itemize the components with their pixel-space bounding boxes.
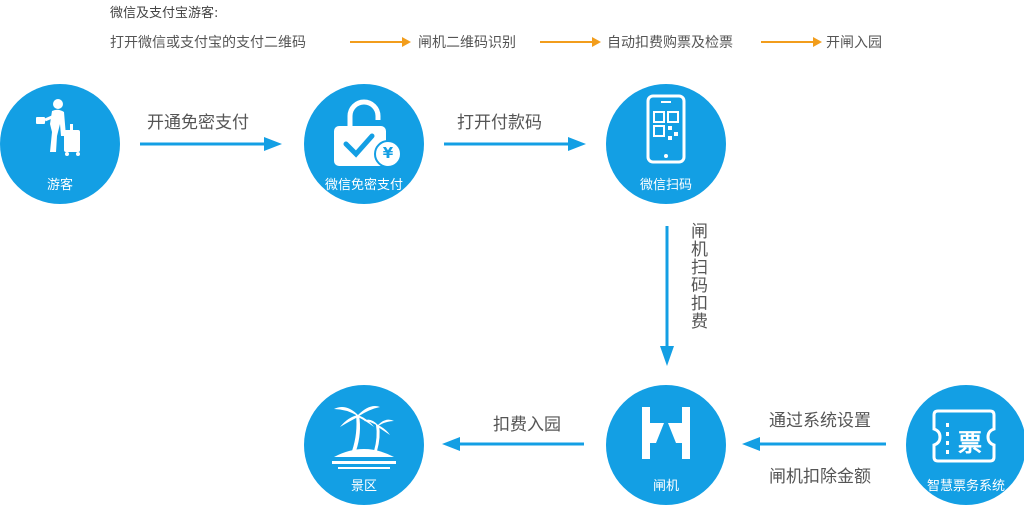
arrow-left-1 xyxy=(442,437,584,451)
edge-label-gate-scan: 闸机扫码扣费 xyxy=(687,222,707,330)
orange-arrow xyxy=(761,37,822,47)
node-wechat-pay: ¥ 微信免密支付 xyxy=(304,84,424,204)
node-label-ticket-system: 智慧票务系统 xyxy=(926,479,1005,494)
tourist-icon xyxy=(36,99,80,156)
node-wechat-scan: 微信扫码 xyxy=(606,84,726,204)
flow-step-2: 闸机二维码识别 xyxy=(418,35,516,51)
node-label-wechat-pay: 微信免密支付 xyxy=(324,178,403,193)
node-gate: 闸机 xyxy=(606,385,726,505)
arrow-down xyxy=(660,226,674,366)
edge-label-open-pay: 开通免密支付 xyxy=(147,113,249,133)
node-label-tourist: 游客 xyxy=(46,178,73,193)
gate-icon xyxy=(642,407,690,459)
node-label-wechat-scan: 微信扫码 xyxy=(639,178,692,193)
flow-title: 微信及支付宝游客: xyxy=(110,6,219,21)
node-tourist: 游客 xyxy=(0,84,120,204)
node-ticket-system: 票 智慧票务系统 xyxy=(906,385,1024,505)
edge-label-enter: 扣费入园 xyxy=(493,415,561,435)
edge-label-open-code: 打开付款码 xyxy=(457,113,542,133)
node-label-scenic: 景区 xyxy=(350,479,377,494)
edge-label-gate-deduct: 闸机扣除金额 xyxy=(769,467,871,487)
node-scenic: 景区 xyxy=(304,385,424,505)
edge-label-system-setup: 通过系统设置 xyxy=(769,411,871,431)
ticket-icon xyxy=(932,409,996,463)
flow-step-4: 开闸入园 xyxy=(826,35,882,51)
flow-step-1: 打开微信或支付宝的支付二维码 xyxy=(110,35,306,51)
ticket-glyph-icon: 票 xyxy=(958,429,982,457)
arrow-left-2 xyxy=(742,437,886,451)
phone-qr-icon xyxy=(646,94,686,164)
palm-island-icon xyxy=(332,406,396,469)
orange-arrow xyxy=(350,37,411,47)
node-label-gate: 闸机 xyxy=(652,479,679,494)
arrow-right-2 xyxy=(444,137,586,151)
yen-icon: ¥ xyxy=(382,144,394,162)
orange-arrow xyxy=(540,37,601,47)
flow-step-3: 自动扣费购票及检票 xyxy=(607,35,733,51)
padlock-icon xyxy=(334,99,402,168)
arrow-right-1 xyxy=(140,137,282,151)
